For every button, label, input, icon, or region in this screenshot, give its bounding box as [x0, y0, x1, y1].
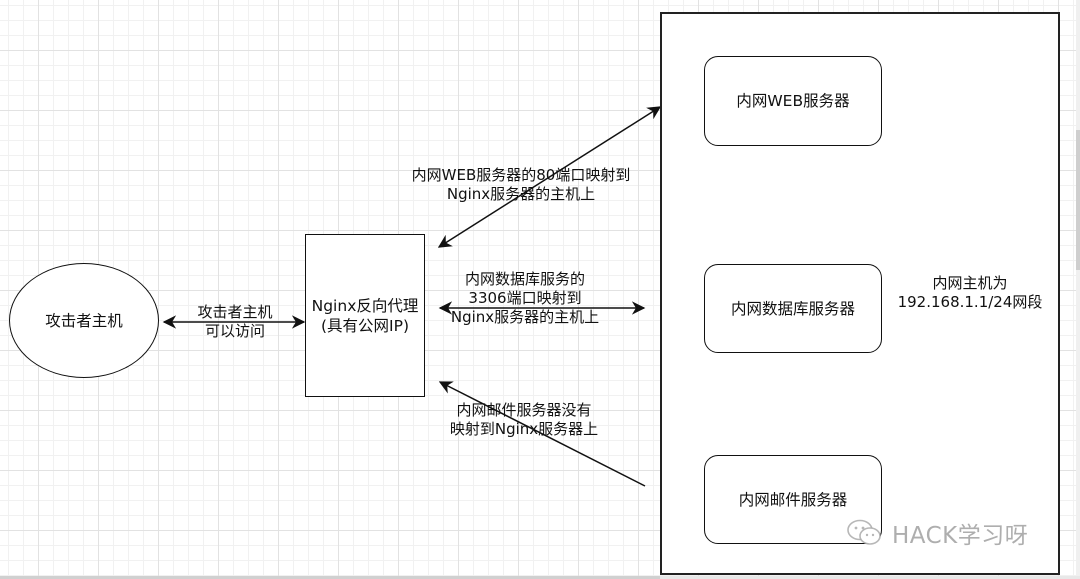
edge-attacker-label-line2: 可以访问 [204, 322, 265, 340]
mail-server-node[interactable]: 内网邮件服务器 [704, 455, 882, 544]
intranet-note: 内网主机为 192.168.1.1/24网段 [890, 274, 1050, 312]
nginx-proxy-node[interactable]: Nginx反向代理 (具有公网IP) [305, 234, 425, 397]
mail-server-label: 内网邮件服务器 [738, 490, 848, 509]
edge-web-label-line1: 内网WEB服务器的80端口映射到 [411, 166, 631, 184]
nginx-proxy-label-line2: (具有公网IP) [320, 316, 409, 335]
horizontal-scrollbar-thumb[interactable] [0, 576, 660, 579]
edge-web-nginx-label: 内网WEB服务器的80端口映射到 Nginx服务器的主机上 [386, 166, 656, 204]
edge-attacker-label-line1: 攻击者主机 [197, 303, 273, 321]
edge-db-label-line1: 内网数据库服务的 [464, 270, 585, 288]
vertical-scrollbar-thumb[interactable] [1076, 130, 1080, 270]
edge-mail-label-line2: 映射到Nginx服务器上 [449, 420, 599, 438]
web-server-node[interactable]: 内网WEB服务器 [704, 56, 882, 146]
edge-web-nginx[interactable] [437, 106, 662, 248]
watermark: HACK学习呀 [846, 516, 1028, 550]
attacker-host-label: 攻击者主机 [45, 311, 123, 330]
vertical-scrollbar[interactable] [1076, 0, 1080, 579]
edge-web-label-line2: Nginx服务器的主机上 [446, 185, 596, 203]
attacker-host-node[interactable]: 攻击者主机 [9, 263, 159, 378]
edge-mail-nginx-label: 内网邮件服务器没有 映射到Nginx服务器上 [434, 401, 614, 439]
edge-attacker-nginx-label: 攻击者主机 可以访问 [168, 303, 302, 341]
nginx-proxy-label-line1: Nginx反向代理 [311, 296, 419, 315]
intranet-note-line2: 192.168.1.1/24网段 [897, 293, 1043, 311]
web-server-label: 内网WEB服务器 [736, 92, 850, 110]
edge-db-label-line2: 3306端口映射到 [468, 289, 582, 307]
edge-db-nginx-label: 内网数据库服务的 3306端口映射到 Nginx服务器的主机上 [436, 270, 614, 327]
intranet-note-line1: 内网主机为 [932, 274, 1008, 292]
watermark-text: HACK学习呀 [892, 523, 1029, 549]
db-server-node[interactable]: 内网数据库服务器 [704, 264, 882, 353]
edge-mail-nginx[interactable] [438, 381, 646, 487]
db-server-label: 内网数据库服务器 [730, 299, 855, 318]
horizontal-scrollbar[interactable] [0, 576, 1080, 579]
edge-mail-label-line1: 内网邮件服务器没有 [456, 401, 592, 419]
wechat-icon [847, 519, 881, 545]
edge-db-label-line3: Nginx服务器的主机上 [450, 308, 600, 326]
